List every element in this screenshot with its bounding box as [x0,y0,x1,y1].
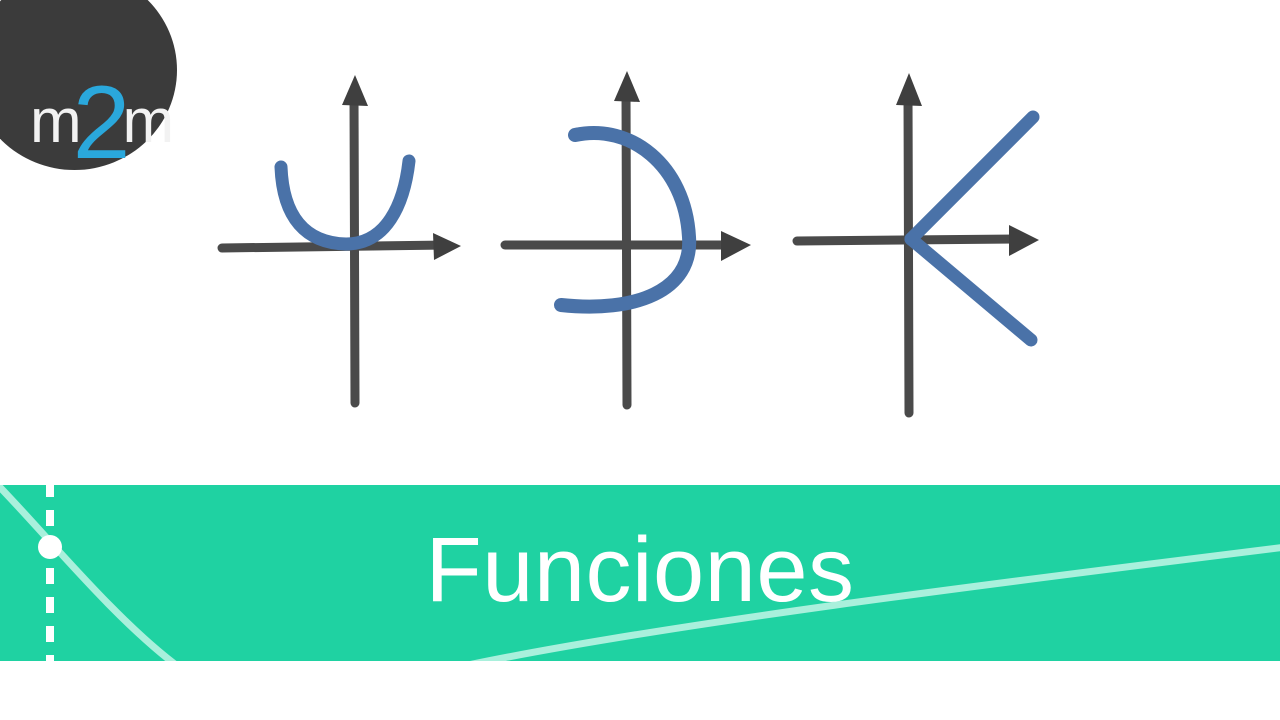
title-banner: Funciones [0,485,1280,661]
sideways-parabola-svg [500,71,751,410]
logo-digit-two: 2 [72,65,131,181]
decor-point-marker [38,535,62,559]
sideways-parabola-curve [554,126,697,314]
page-title: Funciones [425,519,855,621]
figure-sideways-parabola [495,55,775,430]
logo-letter-m-right: m [122,87,175,156]
brand-logo-wordmark: m2m [30,55,175,175]
decor-ascending-line [470,544,1280,661]
banner-decoration [0,485,1280,661]
figure-upward-parabola [205,55,475,430]
logo-letter-m-left: m [30,87,82,156]
upper-ray [904,110,1040,246]
footer-area [0,661,1280,720]
whiteboard-area: m2m [0,0,1065,430]
decor-descending-curve [0,485,177,661]
y-axis [614,71,640,410]
crossing-lines-svg [792,73,1040,418]
y-axis [896,73,922,418]
upward-parabola-svg [217,75,461,408]
figure-crossing-lines [785,55,1065,430]
lower-ray [904,232,1038,347]
parabola-curve [274,154,416,251]
